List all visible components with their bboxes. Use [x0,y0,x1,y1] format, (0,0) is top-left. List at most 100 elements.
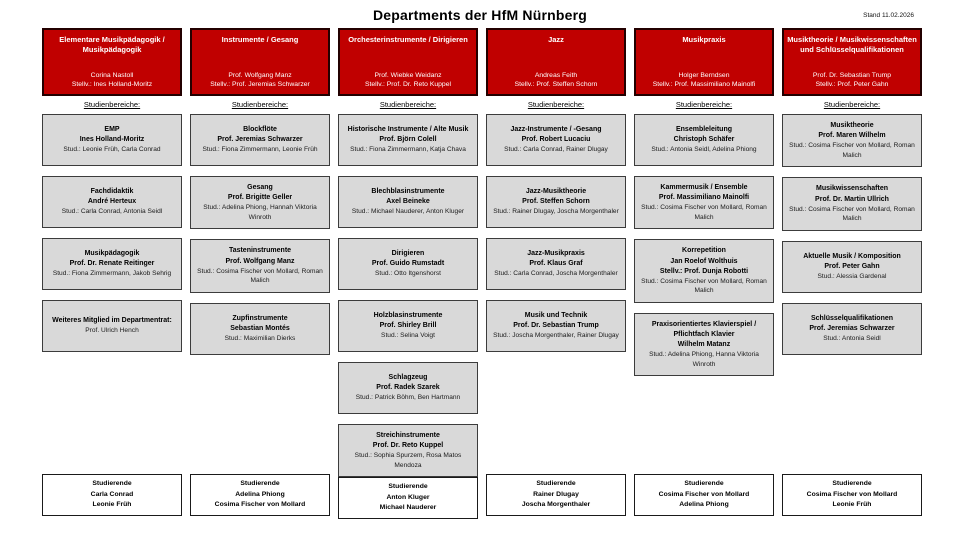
department-people: Prof. Wiebke Weidanz Stellv.: Prof. Dr. … [343,71,473,90]
studienbereich-title: Historische Instrumente / Alte Musik [347,126,469,134]
department-people: Prof. Dr. Sebastian Trump Stellv.: Prof.… [787,71,917,90]
studienbereich-box: Schlüsselqualifikationen Prof. Jeremias … [782,302,922,355]
studienbereich-title: Musiktheorie [830,122,874,129]
studienbereich-lead: Christoph Schäfer [673,136,735,144]
studienbereich-students: Stud.: Cosima Fischer von Mollard, Roman… [197,267,323,285]
department-deputy: Stellv.: Prof. Steffen Schorn [514,81,598,89]
studienbereich-lead: Prof. Dr. Sebastian Trump [513,322,599,330]
department-people: Prof. Wolfgang Manz Stellv.: Prof. Jerem… [195,71,325,90]
studienbereich-lead: Jan Roelof Wolthuis [670,257,738,265]
department-column: Instrumente / Gesang Prof. Wolfgang Manz… [190,28,330,540]
studienbereich-box: Ensembleleitung Christoph Schäfer Stud.:… [634,114,774,166]
department-head: Corina Nastoll [90,71,134,79]
studierende-label: Studierende [684,480,724,488]
department-header-box: Instrumente / Gesang Prof. Wolfgang Manz… [190,28,330,96]
studienbereich-title: Zupfinstrumente [232,314,288,322]
studienbereich-students: Stud.: Patrick Böhm, Ben Hartmann [355,394,461,402]
department-deputy: Stellv.: Ines Holland-Moritz [71,81,153,89]
studienbereich-lead: Prof. Guido Rumstadt [371,260,445,268]
studienbereich-students: Stud.: Cosima Fischer von Mollard, Roman… [789,205,915,223]
studierende-name: Leonie Früh [832,501,872,509]
department-people: Holger Berndsen Stellv.: Prof. Massimili… [639,71,769,90]
studienbereich-title: Holzblasinstrumente [373,312,443,320]
department-column: Orchesterinstrumente / Dirigieren Prof. … [338,28,478,540]
department-head: Prof. Wiebke Weidanz [374,71,442,79]
studienbereich-lead: Prof. Jeremias Schwarzer [809,324,895,332]
studienbereich-box: Blockflöte Prof. Jeremias Schwarzer Stud… [190,114,330,166]
department-deputy: Stellv.: Prof. Dr. Reto Kuppel [364,81,451,89]
studienbereiche-label: Studienbereiche: [823,100,881,109]
department-header-box: Elementare Musikpädagogik / Musikpädagog… [42,28,182,96]
studienbereiche-label: Studienbereiche: [83,100,141,109]
studienbereiche-list: Jazz-Instrumente / -Gesang Prof. Robert … [486,114,626,352]
studienbereich-box: Streichinstrumente Prof. Dr. Reto Kuppel… [338,424,478,478]
studienbereich-box: Blechblasinstrumente Axel Beineke Stud.:… [338,176,478,228]
studierende-box: Studierende Cosima Fischer von Mollard A… [634,474,774,516]
studienbereich-box: Gesang Prof. Brigitte Geller Stud.: Adel… [190,176,330,230]
studierende-name: Carla Conrad [90,490,134,498]
studienbereich-title: Ensembleleitung [675,126,732,134]
studienbereich-students: Stud.: Leonie Früh, Carla Conrad [63,146,161,154]
studienbereich-students: Stud.: Otto Itgenshorst [375,270,441,278]
studienbereich-lead: Prof. Dr. Reto Kuppel [372,442,444,450]
studienbereich-deputy: Stellv.: Prof. Dunja Robotti [659,267,749,275]
studienbereich-box: EMP Ines Holland-Moritz Stud.: Leonie Fr… [42,114,182,166]
chart-header: Departments der HfM Nürnberg Stand 11.02… [0,0,960,28]
studienbereich-lead: Wilhelm Matanz [677,341,731,349]
studienbereich-lead: Prof. Peter Gahn [824,262,880,270]
studienbereich-title: Dirigieren [391,250,425,258]
studienbereich-box: Musiktheorie Prof. Maren Wilhelm Stud.: … [782,114,922,168]
studienbereich-lead: Axel Beineke [386,198,430,206]
studienbereich-lead: Prof. Brigitte Geller [227,194,293,202]
studienbereich-students: Stud.: Fiona Zimmermann, Katja Chava [350,146,466,154]
studierende-name: Adelina Phiong [235,490,285,498]
studienbereich-lead: Prof. Dr. Renate Reitinger [69,260,155,268]
studienbereich-lead: Prof. Massimiliano Mainolfi [658,194,750,202]
department-header-box: Musiktheorie / Musikwissenschaften und S… [782,28,922,96]
studierende-name: Michael Nauderer [379,504,437,512]
department-deputy: Stellv.: Prof. Jeremias Schwarzer [210,81,310,89]
studienbereich-box: Musikpädagogik Prof. Dr. Renate Reitinge… [42,238,182,290]
department-head: Prof. Dr. Sebastian Trump [812,71,892,79]
studienbereiche-list: Musiktheorie Prof. Maren Wilhelm Stud.: … [782,114,922,355]
studienbereich-students: Stud.: Cosima Fischer von Mollard, Roman… [641,204,767,221]
department-deputy: Stellv.: Prof. Massimiliano Mainolfi [652,81,756,89]
studienbereich-title: Gesang [247,184,273,191]
studienbereiche-label: Studienbereiche: [231,100,289,109]
department-name: Musikpraxis [682,35,726,44]
studienbereich-box: Schlagzeug Prof. Radek Szarek Stud.: Pat… [338,362,478,414]
studienbereich-box: Dirigieren Prof. Guido Rumstadt Stud.: O… [338,238,478,290]
studienbereich-box: Jazz-Musiktheorie Prof. Steffen Schorn S… [486,176,626,228]
department-column: Jazz Andreas Feith Stellv.: Prof. Steffe… [486,28,626,540]
department-name: Orchesterinstrumente / Dirigieren [348,35,468,44]
studienbereich-title: Blockflöte [243,126,277,134]
studienbereich-students: Stud.: Maximilian Dierks [224,335,296,343]
studienbereich-title: Korrepetition [682,247,726,255]
studierende-name: Rainer Dlugay [533,490,579,498]
department-name: Jazz [548,35,564,44]
studienbereiche-label: Studienbereiche: [675,100,733,109]
department-people: Corina Nastoll Stellv.: Ines Holland-Mor… [47,71,177,90]
studienbereich-box: Aktuelle Musik / Komposition Prof. Peter… [782,240,922,293]
studierende-name: Anton Kluger [386,493,430,501]
studienbereich-students: Stud.: Carla Conrad, Joscha Morgenthaler [494,270,618,278]
studierende-label: Studierende [832,480,872,488]
studienbereich-title: Schlagzeug [388,374,428,382]
studienbereich-box: Jazz-Musikpraxis Prof. Klaus Graf Stud.:… [486,238,626,290]
studienbereich-lead: Prof. Jeremias Schwarzer [217,136,303,144]
studienbereich-lead: Prof. Klaus Graf [529,260,583,268]
studienbereich-lead: Prof. Steffen Schorn [522,198,590,206]
studienbereich-box: Weiteres Mitglied im Departmentrat: Prof… [42,300,182,352]
studienbereich-title: Blechblasinstrumente [371,188,445,196]
studienbereiche-list: Historische Instrumente / Alte Musik Pro… [338,114,478,478]
page-title: Departments der HfM Nürnberg [372,7,588,23]
department-deputy: Stellv.: Prof. Peter Gahn [815,81,889,89]
studienbereich-title: Fachdidaktik [90,188,134,196]
studienbereich-students: Prof. Ulrich Hench [85,327,139,335]
studierende-box: Studierende Adelina Phiong Cosima Fische… [190,474,330,516]
studienbereich-box: Historische Instrumente / Alte Musik Pro… [338,114,478,166]
studienbereich-title: Jazz-Instrumente / -Gesang [510,126,602,134]
department-column: Musikpraxis Holger Berndsen Stellv.: Pro… [634,28,774,540]
studienbereich-box: Tasteninstrumente Prof. Wolfgang Manz St… [190,239,330,293]
studienbereich-students: Stud.: Michael Nauderer, Anton Kluger [351,208,465,216]
